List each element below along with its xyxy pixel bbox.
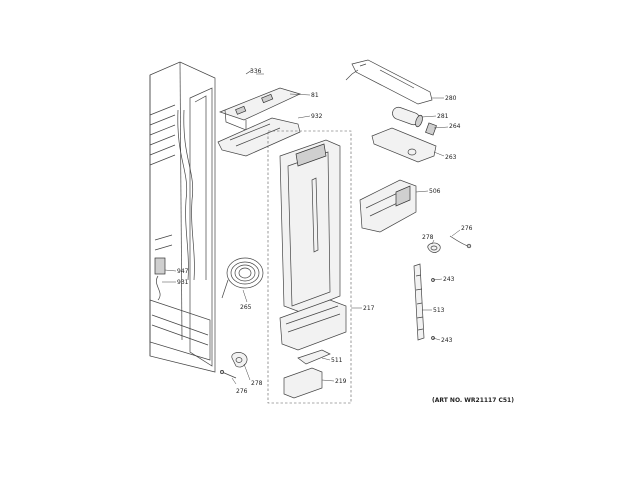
filter-housing: [345, 59, 437, 163]
label-263: 263: [445, 154, 457, 161]
label-511: 511: [331, 357, 343, 364]
shroud: [359, 179, 417, 233]
label-280: 280: [445, 95, 457, 102]
label-278-left: 278: [251, 380, 263, 387]
cabinet-liner: [149, 61, 216, 373]
bracket-bar: [413, 263, 435, 341]
label-931: 931: [177, 279, 189, 286]
tubing-coil: [221, 257, 264, 299]
cover-assembly: [217, 69, 301, 157]
dispenser-liner: [279, 139, 347, 399]
label-264: 264: [449, 123, 461, 130]
label-276-right: 276: [461, 225, 473, 232]
label-217: 217: [363, 305, 375, 312]
art-number: (ART NO. WR21117 C51): [432, 397, 514, 404]
label-513: 513: [433, 307, 445, 314]
label-276-left: 276: [236, 388, 248, 395]
small-parts-left: [220, 352, 248, 379]
label-219: 219: [335, 378, 347, 385]
label-278-right: 278: [422, 234, 434, 241]
label-243-bottom: 243: [441, 337, 453, 344]
label-265: 265: [240, 304, 252, 311]
small-parts-right: [427, 235, 472, 253]
label-281: 281: [437, 113, 449, 120]
label-81: 81: [311, 92, 319, 99]
label-947: 947: [177, 268, 189, 275]
label-243-top: 243: [443, 276, 455, 283]
leader-lines: [162, 73, 461, 385]
assembly-boundary: [267, 130, 352, 404]
label-336: 336: [250, 68, 262, 75]
part-labels: 336 81 932 280 281 264 263 506 276 278 2…: [177, 68, 514, 404]
label-506: 506: [429, 188, 441, 195]
label-932: 932: [311, 113, 323, 120]
